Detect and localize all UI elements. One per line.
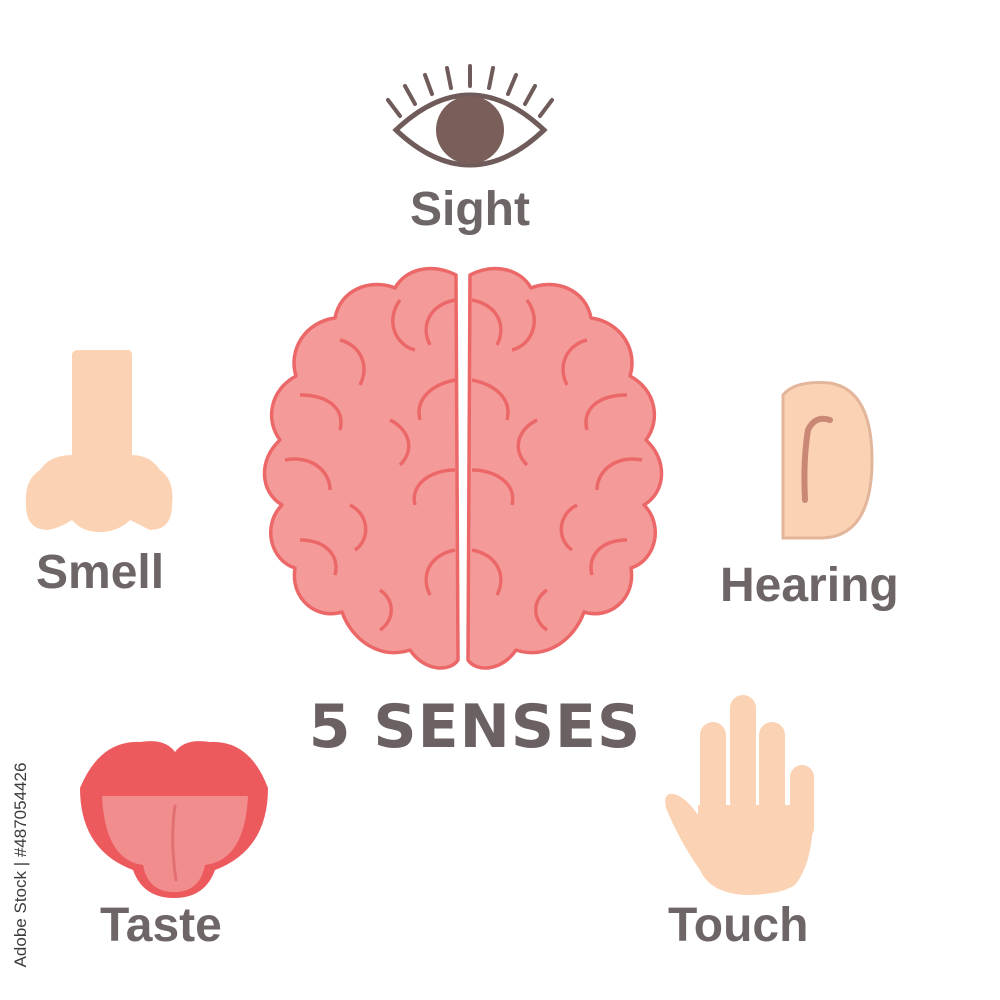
mouth-icon (80, 741, 268, 898)
brain-icon (262, 266, 664, 670)
diagram-title: 5 SENSES (308, 692, 642, 762)
ear-icon (781, 381, 874, 540)
eye-icon (386, 64, 554, 168)
sight-label: Sight (410, 183, 530, 236)
hearing-label: Hearing (720, 559, 899, 612)
stock-watermark: Adobe Stock | #487054426 (6, 755, 36, 975)
stock-credit: Adobe Stock | #487054426 (11, 762, 30, 968)
smell-label: Smell (36, 546, 165, 599)
nose-icon (25, 350, 173, 532)
touch-label: Touch (668, 899, 809, 952)
taste-label: Taste (100, 899, 222, 952)
hand-icon (665, 695, 814, 895)
